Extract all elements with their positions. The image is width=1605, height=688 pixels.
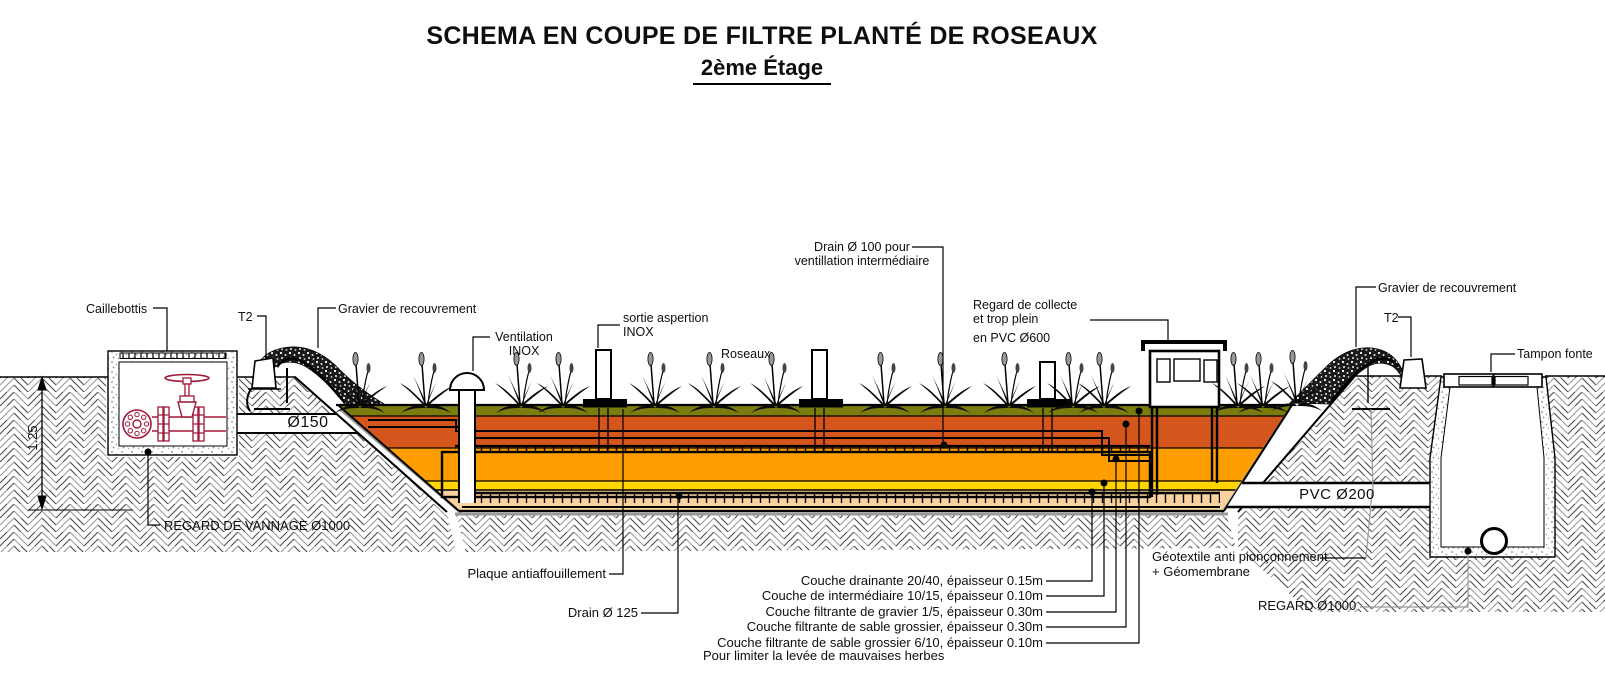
aspersion-outlet-1	[583, 349, 627, 451]
leader-dots	[144, 407, 1472, 555]
t2-box-right	[1399, 358, 1427, 389]
label-pvc-200: PVC Ø200	[1299, 486, 1375, 503]
regard-1000-chamber	[1429, 373, 1556, 558]
layer-couche-intermediaire	[425, 481, 1243, 490]
title-line2: 2ème Étage	[0, 55, 1524, 85]
tampon-fonte-cover	[1443, 373, 1543, 388]
label-t2-left: T2	[238, 310, 253, 324]
label-layer-sable-grossier: Couche filtrante de sable grossier, épai…	[746, 619, 1043, 634]
label-ventilation: Ventilation INOX	[495, 330, 553, 359]
label-tampon-fonte: Tampon fonte	[1517, 347, 1593, 361]
gravel-mound-right	[1289, 347, 1406, 493]
berm-left	[295, 377, 459, 512]
aspersion-outlet-3	[1027, 361, 1071, 451]
regard-vannage-chamber	[107, 350, 238, 456]
t2-box-left	[246, 357, 277, 412]
berm-right	[1224, 376, 1355, 512]
label-layer-intermediaire: Couche de intermédiaire 10/15, épaisseur…	[761, 588, 1043, 603]
caillebottis-grate	[119, 352, 227, 359]
label-roseaux: Roseaux	[721, 347, 771, 361]
outlet-pipe-section	[1480, 527, 1508, 555]
label-geotextile: Géotextile anti pionçonnement + Géomembr…	[1152, 549, 1328, 579]
ventilation-pipe	[448, 372, 486, 503]
label-plaque: Plaque antiaffouillement	[467, 566, 606, 581]
label-drain-125: Drain Ø 125	[567, 605, 638, 620]
gravel-mound-left	[248, 346, 386, 410]
leader-lines	[147, 246, 1515, 644]
label-layer-drainante: Couche drainante 20/40, épaisseur 0.15m	[800, 573, 1043, 588]
label-layer-note: Pour limiter la levée de mauvaises herbe…	[703, 648, 945, 663]
label-regard-vannage: REGARD DE VANNAGE Ø1000	[164, 518, 351, 533]
label-regard-collecte: Regard de collecte et trop plein en PVC …	[973, 298, 1078, 345]
label-pipe-150: Ø150	[287, 414, 329, 431]
label-layer-gravier: Couche filtrante de gravier 1/5, épaisse…	[765, 604, 1044, 619]
depth-dimension	[28, 375, 133, 511]
label-depth-1-25: 1.25	[25, 425, 40, 451]
aspersion-outlet-2	[799, 349, 843, 451]
title-line1: SCHEMA EN COUPE DE FILTRE PLANTÉ DE ROSE…	[426, 22, 1098, 50]
regard-collecte-shaft	[1141, 340, 1227, 497]
label-regard-1000: REGARD Ø1000	[1258, 598, 1357, 613]
label-t2-right: T2	[1384, 311, 1399, 325]
label-caillebottis: Caillebottis	[86, 302, 148, 316]
label-gravier-right: Gravier de recouvrement	[1378, 281, 1517, 295]
label-drain-100: Drain Ø 100 pour ventillation intermédia…	[794, 240, 930, 269]
outlet-pipe-pvc200	[1227, 481, 1434, 509]
label-gravier-left: Gravier de recouvrement	[338, 302, 477, 316]
layer-couche-gravier	[387, 448, 1264, 481]
page-title: SCHEMA EN COUPE DE FILTRE PLANTÉ DE ROSE…	[0, 22, 1524, 85]
label-sortie-aspersion: sortie aspertion INOX	[623, 311, 709, 340]
label-layer-sable-6-10: Couche filtrante de sable grossier 6/10,…	[717, 635, 1043, 650]
gate-valve-assembly	[122, 373, 226, 442]
vent-dome	[448, 372, 486, 391]
drain-100	[455, 444, 1150, 453]
